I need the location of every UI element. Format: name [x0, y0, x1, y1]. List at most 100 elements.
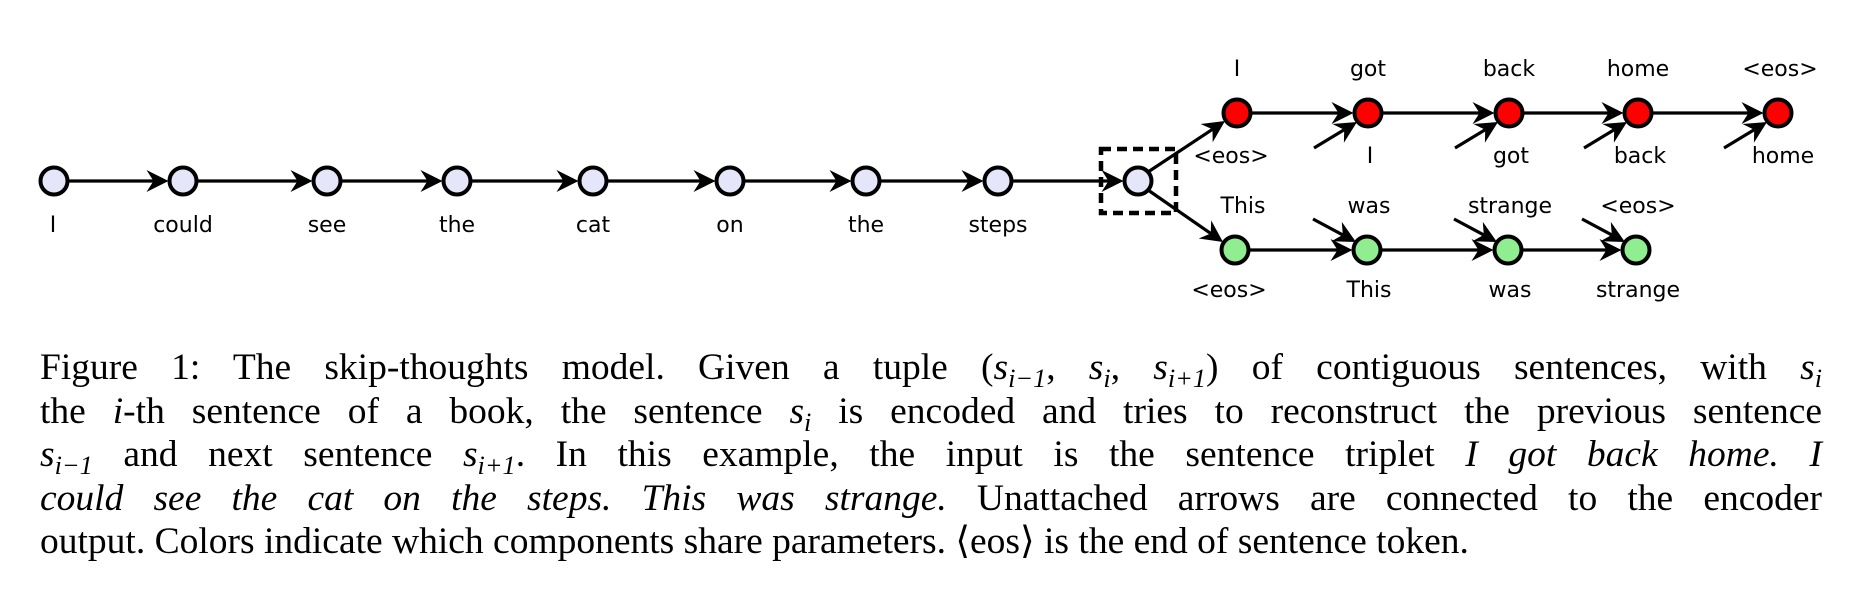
- unattached-arrow: [1454, 122, 1498, 150]
- arrowhead: [1200, 121, 1225, 143]
- unattached-arrow: [1313, 122, 1357, 150]
- caption-math: si−1: [993, 347, 1046, 392]
- arrowhead: [1330, 239, 1353, 261]
- caption-text: the: [40, 390, 113, 432]
- encoder-word-label: could: [153, 213, 213, 238]
- arrowhead: [290, 170, 313, 192]
- caption-line: si−1 and next sentence si+1. In this exa…: [40, 433, 1822, 479]
- decoder-next-node: [1219, 234, 1251, 266]
- math-symbol: s: [1088, 347, 1104, 388]
- math-symbol: s: [789, 390, 805, 432]
- arrowhead: [1599, 239, 1622, 261]
- unattached-arrow: [1453, 217, 1497, 242]
- arrowhead: [1101, 170, 1124, 192]
- arrowhead: [1602, 122, 1627, 143]
- arrow-shaft: [1454, 128, 1486, 150]
- math-symbol: s: [462, 434, 478, 475]
- caption-math: si: [1800, 347, 1822, 392]
- caption-math: si+1: [462, 434, 516, 479]
- caption-text: output. Colors indicate which components…: [40, 521, 956, 562]
- decoder-next-arrow: [1521, 239, 1622, 261]
- arrow-shaft: [1581, 217, 1613, 237]
- caption-text: Unattached arrows are connected to the e…: [946, 477, 1823, 519]
- encoder-node: [38, 165, 70, 197]
- arrow-shaft: [1312, 217, 1344, 237]
- caption-text: is the end of sentence token.: [1034, 521, 1469, 562]
- decoder-previous-arrow: [1651, 102, 1764, 124]
- decoder-next-input-label: strange: [1596, 278, 1680, 303]
- caption-text: -th sentence of a book, the sentence: [123, 390, 790, 432]
- arrow-shaft: [1453, 217, 1485, 237]
- decoder-next-arrow: [1248, 239, 1353, 261]
- math-subscript: i: [804, 407, 812, 437]
- decoder-previous-output-label: I: [1234, 57, 1241, 82]
- arrowhead: [1331, 221, 1356, 242]
- arrowhead: [1601, 102, 1624, 124]
- caption-math: si−1: [40, 434, 93, 479]
- encoder-word-label: on: [716, 213, 743, 238]
- caption-math: si: [789, 390, 811, 436]
- encoder-word-label: see: [308, 213, 347, 238]
- decoder-previous-input-label: back: [1614, 144, 1667, 169]
- caption-text: ) of contiguous sentences, with: [1206, 347, 1801, 388]
- caption-text: ,: [1046, 347, 1089, 388]
- encoder-node: [311, 165, 343, 197]
- arrowhead: [146, 170, 169, 192]
- encoder-word-label: the: [439, 213, 475, 238]
- encoder-node: [982, 165, 1014, 197]
- decoder-previous-node: [1221, 97, 1253, 129]
- decoder-previous-node: [1352, 97, 1384, 129]
- encoder-arrow: [879, 170, 984, 192]
- caption-text: and next sentence: [92, 434, 463, 475]
- decoder-next-node: [1620, 234, 1652, 266]
- encoder-word-label: steps: [968, 213, 1027, 238]
- decoder-previous-input-label: home: [1752, 144, 1814, 169]
- arrowhead: [556, 170, 579, 192]
- decoder-previous-input-label: <eos>: [1193, 144, 1268, 169]
- math-subscript: i−1: [54, 450, 93, 480]
- decoder-previous-input-label: got: [1493, 144, 1529, 169]
- figure-caption: Figure 1: The skip-thoughts model. Given…: [40, 346, 1822, 564]
- encoder-arrow: [1011, 170, 1124, 192]
- math-symbol: s: [1800, 347, 1815, 388]
- arrow-shaft: [1313, 128, 1345, 150]
- decoder-previous-input-label: I: [1367, 144, 1374, 169]
- unattached-arrow: [1723, 122, 1767, 150]
- arrowhead: [420, 170, 443, 192]
- decoder-next-output-label: <eos>: [1600, 194, 1675, 219]
- arrow-shaft: [1723, 128, 1755, 150]
- arrowhead: [1471, 239, 1494, 261]
- decoder-previous-arrow: [1522, 102, 1624, 124]
- caption-math: si: [1088, 347, 1111, 392]
- decoder-previous-arrow: [1381, 102, 1495, 124]
- caption-math: i: [113, 391, 123, 432]
- caption-line: could see the cat on the steps. This was…: [40, 477, 1822, 521]
- decoder-previous-output-label: back: [1483, 57, 1536, 82]
- math-subscript: i: [1814, 363, 1823, 393]
- arrowhead: [1473, 122, 1498, 143]
- encoder-arrow: [340, 170, 443, 192]
- math-symbol: s: [40, 434, 55, 475]
- caption-example-sentence: could see the cat on the steps. This was…: [40, 477, 947, 519]
- decoder-previous-output-label: <eos>: [1742, 57, 1817, 82]
- caption-text: Figure 1: The skip-thoughts model. Given…: [40, 347, 981, 388]
- arrowhead: [1472, 221, 1497, 242]
- decoder-next-output-label: was: [1348, 194, 1391, 219]
- decoder-next-output-label: This: [1220, 194, 1266, 219]
- encoder-output-box: [1098, 146, 1179, 216]
- decoder-next-node: [1351, 234, 1383, 266]
- arrow-shaft: [1147, 127, 1214, 174]
- caption-example-sentence: I got back home. I: [1465, 434, 1822, 475]
- arrow-shaft: [1583, 128, 1615, 150]
- branch-arrow-next: [1147, 188, 1223, 242]
- encoder-word-label: I: [50, 213, 57, 238]
- unattached-arrow: [1583, 122, 1627, 150]
- caption-line: output. Colors indicate which components…: [40, 520, 1822, 564]
- encoder-arrow: [606, 170, 716, 192]
- arrowhead: [961, 170, 984, 192]
- decoder-previous-node: [1622, 97, 1654, 129]
- math-subscript: i+1: [1167, 363, 1207, 393]
- caption-text: ,: [1110, 347, 1154, 388]
- arrowhead: [1332, 122, 1357, 143]
